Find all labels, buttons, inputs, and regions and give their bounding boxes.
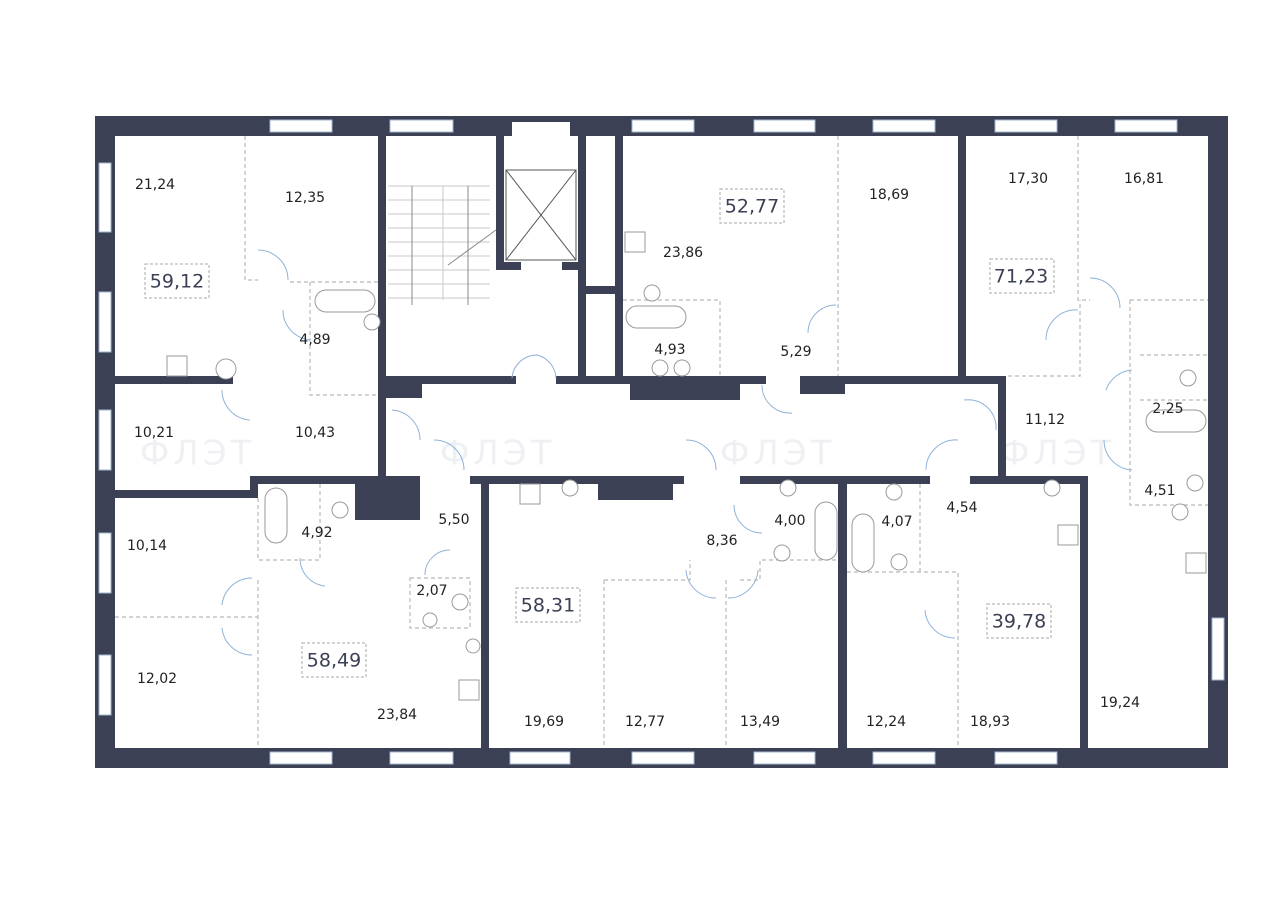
room-area: 10,21: [134, 425, 174, 441]
staircase: [388, 185, 497, 305]
room-area: 4,07: [881, 514, 912, 530]
apartment-area-total: 39,78: [992, 611, 1046, 633]
interior-walls: [115, 136, 1088, 748]
room-area: 17,30: [1008, 171, 1048, 187]
watermark-text: ФЛЭТ: [440, 434, 555, 474]
watermark-text: ФЛЭТ: [720, 434, 835, 474]
room-area: 4,89: [299, 332, 330, 348]
room-area: 2,07: [416, 583, 447, 599]
bathtub-icon: [814, 501, 838, 561]
room-area: 12,02: [137, 671, 177, 687]
fixtures: [166, 231, 1207, 701]
room-area: 4,51: [1144, 483, 1175, 499]
room-area: 4,00: [774, 513, 805, 529]
toilet-icon: [215, 284, 1204, 654]
room-area: 23,84: [377, 707, 417, 723]
room-area: 4,54: [946, 500, 977, 516]
room-area: 16,81: [1124, 171, 1164, 187]
windows: [98, 119, 1225, 765]
apartment-area-total: 52,77: [725, 196, 779, 218]
room-area: 19,24: [1100, 695, 1140, 711]
room-area: 11,12: [1025, 412, 1065, 428]
room-area: 18,93: [970, 714, 1010, 730]
room-area: 10,43: [295, 425, 335, 441]
room-area: 12,24: [866, 714, 906, 730]
apartment-area-total: 58,31: [521, 595, 575, 617]
watermark: ФЛЭТ ФЛЭТ ФЛЭТ ФЛЭТ: [140, 434, 1115, 474]
room-area: 23,86: [663, 245, 703, 261]
watermark-text: ФЛЭТ: [1000, 434, 1115, 474]
room-area: 4,93: [654, 342, 685, 358]
room-area: 18,69: [869, 187, 909, 203]
room-areas: 21,24 12,35 4,89 10,21 10,43 10,14 4,92 …: [127, 171, 1184, 730]
bathtub-icon: [625, 305, 687, 329]
room-area: 19,69: [524, 714, 564, 730]
room-area: 12,35: [285, 190, 325, 206]
watermark-text: ФЛЭТ: [140, 434, 255, 474]
room-area: 8,36: [706, 533, 737, 549]
elevator: [505, 169, 577, 261]
apartment-area-total: 58,49: [307, 650, 361, 672]
bathtub-icon: [314, 289, 376, 313]
bathtub-icon: [264, 487, 288, 544]
room-area: 5,50: [438, 512, 469, 528]
room-area: 2,25: [1152, 401, 1183, 417]
room-area: 10,14: [127, 538, 167, 554]
apartment-totals: 59,12 52,77 71,23 58,49 58,31 39,78: [144, 188, 1055, 678]
doors: [221, 249, 1133, 656]
bathtub-icon: [1145, 409, 1207, 433]
stove-icon: [166, 231, 1207, 701]
room-area: 5,29: [780, 344, 811, 360]
partitions: [115, 136, 1208, 748]
room-area: 4,92: [301, 525, 332, 541]
bathtub-icon: [851, 513, 875, 573]
apartment-area-total: 71,23: [994, 266, 1048, 288]
room-area: 12,77: [625, 714, 665, 730]
room-area: 21,24: [135, 177, 175, 193]
apartment-area-total: 59,12: [150, 271, 204, 293]
room-area: 13,49: [740, 714, 780, 730]
